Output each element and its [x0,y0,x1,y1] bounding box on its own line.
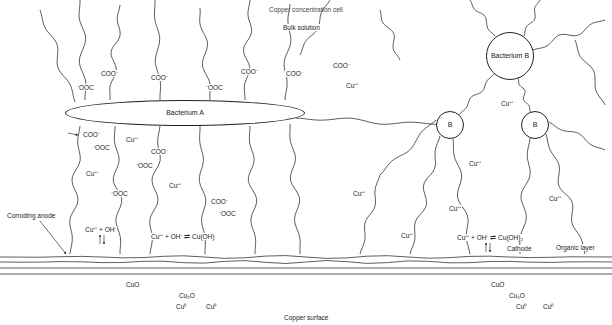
node-text: Bacterium A [166,109,204,117]
chemical-label: Cu⁺⁺ [400,232,414,239]
chemical-label: Cu⁰ [175,303,187,310]
chemical-label: Cu⁺⁺ [548,195,562,202]
small-arrow [486,243,487,252]
polymer-strand [110,5,120,100]
chemical-label: COO⁻ [240,68,259,75]
polymer-strand [410,136,440,254]
node-label: B [448,121,453,129]
chemical-label: ⁻OOC [92,144,111,151]
node-label: B [533,121,538,129]
chemical-label: COO⁻ [150,74,169,81]
surface-line [0,268,612,269]
chemical-label: Cu⁺⁺ [85,170,99,177]
chemical-label: Organic layer [555,244,596,251]
chemical-label: Cu⁰ [515,303,527,310]
chemical-label: Cu⁰ [205,303,217,310]
polymer-strand [470,0,495,36]
diagram-title: Copper concentration cell [269,6,343,13]
node-text: Bacterium B [491,52,529,60]
chemical-label: ⁻OOC [110,190,129,197]
chemical-label: COO⁻ [210,198,229,205]
small-arrow [68,133,78,135]
polymer-connector [296,118,436,124]
chemical-label: COO⁻ [285,70,304,77]
node-text: B [533,121,538,129]
region-label: Bulk solution [282,24,321,31]
polymer-strand [524,0,540,36]
polymer-strand [284,4,291,100]
bacterium-cell: B [436,111,464,139]
bacterium-rod: Bacterium A [65,100,305,126]
polymer-strand [360,175,380,254]
small-arrow [40,221,66,254]
chemical-label: CuO [125,281,140,288]
organic-layer-line [0,261,612,264]
chemical-label: CuO [490,281,505,288]
polymer-strand [549,122,605,150]
polymer-strand [546,134,585,254]
surface-line [0,274,612,275]
small-arrow [490,243,491,252]
chemical-label: ⁻OOC [135,162,154,169]
small-arrow [100,235,101,244]
polymer-strand [155,0,161,100]
polymer-strand [290,124,300,254]
chemical-label: ⁻OOC [76,84,95,91]
node-label: Bacterium A [166,109,204,117]
chemical-label: Cu⁰ [542,303,554,310]
bacterium-cell: Bacterium B [486,32,534,80]
polymer-connector [459,74,494,114]
chemical-label: Corroding anode [6,212,56,219]
polymer-strand [40,10,75,102]
chemical-label: Cathode [506,245,533,252]
chemical-label: Copper surface [283,314,329,321]
chemical-label: Cu⁺⁺ [500,100,514,107]
chemical-label: Cu⁺⁺ [168,182,182,189]
polymer-strand [575,40,605,105]
chemical-label: Cu⁺⁺ + OH⁻ ⇌ Cu(OH) [150,233,215,240]
chemical-label: Cu⁺⁺ + OH⁻ [84,226,117,233]
chemical-label: ⁻OOC [218,210,237,217]
chemical-label: COO⁻ [82,131,101,138]
polymer-strand [70,126,80,254]
chemical-label: Cu₂O [178,292,196,299]
polymer-strand [533,20,605,50]
chemical-label: Cu⁺⁺ [345,82,359,89]
organic-layer-line [0,256,612,259]
chemical-label: COO⁻ [332,62,351,69]
chemical-label: Cu⁺⁺ [125,136,139,143]
polymer-strand [248,126,256,254]
bacterium-cell: B [521,111,549,139]
polymer-strand [244,0,252,100]
polymer-strand [380,120,436,175]
polymer-connector [518,79,530,112]
chemical-label: COO⁻ [100,70,119,77]
small-arrow [104,235,105,244]
node-label: Bacterium B [491,52,529,60]
chemical-label: ⁻OOC [205,84,224,91]
chemical-label: Cu⁺⁺ [352,190,366,197]
chemical-label: Cu⁺⁺ + OH⁻ ⇌ Cu(OH)₂ [456,234,524,241]
chemical-label: Cu⁺⁺ [468,160,482,167]
chemical-label: COO⁻ [150,148,169,155]
chemical-label: Cu₂O [508,292,526,299]
polymer-strand [380,10,400,60]
node-text: B [448,121,453,129]
chemical-label: Cu⁺⁺ [448,205,462,212]
